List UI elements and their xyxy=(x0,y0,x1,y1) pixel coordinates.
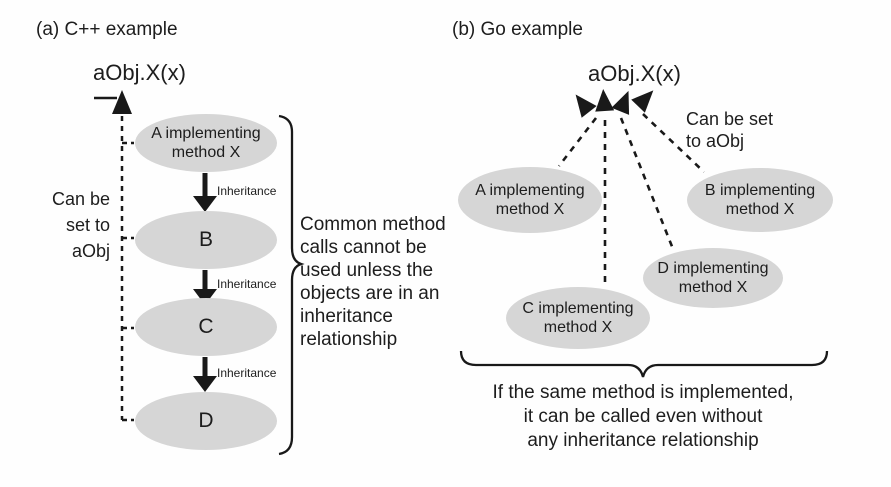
brace-a xyxy=(278,114,305,456)
inheritance-label-1: Inheritance xyxy=(217,184,277,198)
node-c-cpp-label: C xyxy=(198,315,214,338)
arrowhead-cluster-b xyxy=(575,89,654,118)
node-c-go: C implementing method X xyxy=(506,287,650,349)
node-c-go-label: C implementing method X xyxy=(522,300,634,336)
inheritance-arrow-a-b xyxy=(193,173,217,212)
dashed-elbow-connectors xyxy=(122,141,134,422)
node-b-cpp: B xyxy=(135,211,277,269)
inheritance-label-2: Inheritance xyxy=(217,277,277,291)
node-b-go-label: B implementing method X xyxy=(704,182,816,218)
node-d-go: D implementing method X xyxy=(643,248,783,308)
assign-arrowhead-a xyxy=(112,90,132,114)
node-b-cpp-label: B xyxy=(198,228,213,251)
node-c-cpp: C xyxy=(135,298,277,356)
brace-b xyxy=(459,350,829,378)
method-call-a: aObj.X(x) xyxy=(93,60,186,85)
node-a-cpp-label: A implementing method X xyxy=(151,125,261,161)
panel-a-title: (a) C++ example xyxy=(36,19,178,40)
node-d-cpp-label: D xyxy=(198,409,214,432)
method-call-b: aObj.X(x) xyxy=(588,61,681,86)
node-d-go-label: D implementing method X xyxy=(657,260,769,296)
inheritance-arrow-b-c xyxy=(193,270,217,305)
inheritance-label-3: Inheritance xyxy=(217,366,277,380)
node-b-go: B implementing method X xyxy=(687,168,833,232)
inheritance-arrow-c-d xyxy=(193,357,217,392)
can-be-set-note-b: Can be set to aObj xyxy=(686,109,774,151)
brace-note-b: If the same method is implemented, it ca… xyxy=(492,382,794,451)
node-d-cpp: D xyxy=(135,392,277,450)
can-be-set-note-a: Can be set to aObj xyxy=(51,189,110,261)
node-a-go: A implementing method X xyxy=(458,167,602,233)
brace-note-a: Common method calls cannot be used unles… xyxy=(300,214,446,350)
node-a-go-label: A implementing method X xyxy=(475,182,585,218)
panel-b-title: (b) Go example xyxy=(452,19,583,40)
node-a-cpp: A implementing method X xyxy=(135,114,277,172)
